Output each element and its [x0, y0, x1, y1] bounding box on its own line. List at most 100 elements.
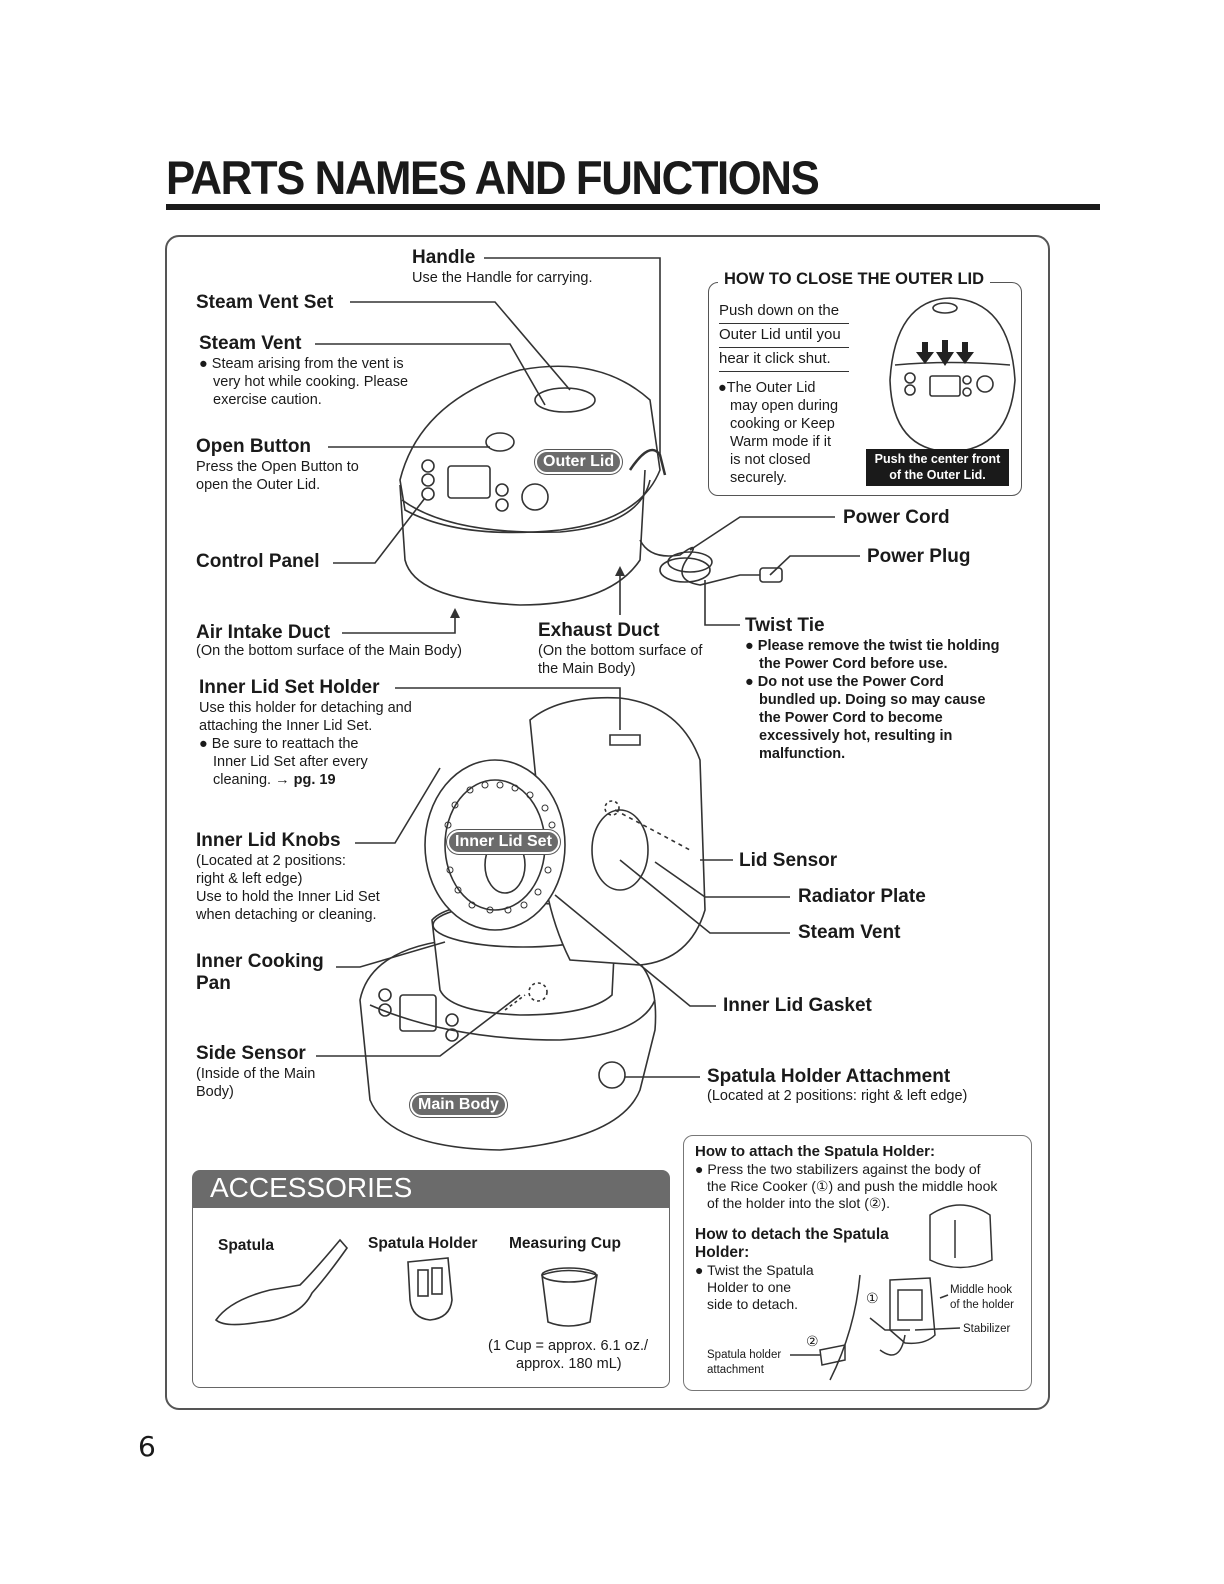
inner-lid-gasket-label: Inner Lid Gasket [723, 995, 872, 1016]
control-display-illustration [447, 465, 491, 499]
handle-label: Handle [412, 247, 476, 268]
close-note-line-1: ●The Outer Lid [718, 380, 816, 396]
attach-text-line-2: the Rice Cooker (①) and push the middle … [707, 1178, 998, 1194]
exhaust-duct-label: Exhaust Duct [538, 620, 660, 641]
twist-tie-note-1-line-1: ● Please remove the twist tie holding [745, 638, 1000, 654]
twist-tie-note-2-line-2: bundled up. Doing so may cause [759, 692, 986, 708]
detach-title-line-2: Holder: [695, 1244, 750, 1261]
inner-lid-set-pill: Inner Lid Set [447, 830, 560, 854]
cup-note-line-1: (1 Cup = approx. 6.1 oz./ [488, 1338, 648, 1354]
exhaust-duct-desc-line-2: the Main Body) [538, 661, 636, 677]
stabilizer-label: Stabilizer [963, 1323, 1011, 1335]
open-button-label: Open Button [196, 436, 312, 457]
close-note-line-3: cooking or Keep [730, 416, 835, 432]
spatula-holder-attachment-label: Spatula Holder Attachment [707, 1066, 951, 1087]
inner-lid-knobs-desc-line-3: Use to hold the Inner Lid Set [196, 889, 380, 905]
inner-lid-knobs-label: Inner Lid Knobs [196, 830, 341, 851]
detach-holder-illustration [889, 1277, 936, 1345]
inner-lid-set-holder-note-line-1: ● Be sure to reattach the [199, 736, 359, 752]
close-step-line-3: hear it click shut. [719, 350, 849, 372]
inner-cooking-pan-label-line-1: Inner Cooking [196, 951, 324, 972]
detach-text-line-1: ● Twist the Spatula [695, 1262, 814, 1278]
open-button-illustration [485, 432, 515, 452]
inner-lid-holes [444, 781, 556, 914]
hook-detail-illustration [929, 1204, 993, 1269]
steam-vent-set-label: Steam Vent Set [196, 292, 334, 313]
spatula-holder-label: Spatula Holder [368, 1235, 478, 1252]
middle-hook-label-line-2: of the holder [950, 1299, 1014, 1311]
exhaust-duct-desc-line-1: (On the bottom surface of [538, 643, 703, 659]
step-marker-2: ② [806, 1333, 819, 1349]
inner-lid-set-holder-desc-line-2: attaching the Inner Lid Set. [199, 718, 373, 734]
air-intake-duct-desc: (On the bottom surface of the Main Body) [196, 643, 462, 659]
attach-title: How to attach the Spatula Holder: [695, 1143, 936, 1160]
measuring-cup-illustration [541, 1269, 598, 1327]
middle-hook-label-line-1: Middle hook [950, 1284, 1013, 1296]
inner-cooking-pan-label-line-2: Pan [196, 973, 231, 994]
inner-lid-knobs-desc-line-1: (Located at 2 positions: [196, 853, 346, 869]
cup-note-line-2: approx. 180 mL) [516, 1356, 622, 1372]
power-cord-illustration [639, 539, 770, 586]
twist-tie-note-2-line-1: ● Do not use the Power Cord [745, 674, 944, 690]
outer-lid-pill: Outer Lid [535, 450, 623, 474]
twist-tie-label: Twist Tie [745, 615, 825, 636]
spatula-holder-instructions-box [683, 1135, 1032, 1391]
page-reference-link[interactable]: → pg. 19 [275, 772, 336, 788]
close-note-line-4: Warm mode if it [730, 434, 831, 450]
measuring-cup-label: Measuring Cup [509, 1235, 621, 1252]
accessories-header: ACCESSORIES [192, 1170, 670, 1208]
power-plug-label: Power Plug [867, 546, 971, 567]
outer-lid-illustration [399, 365, 661, 534]
steam-vent-desc-line-2: very hot while cooking. Please [213, 374, 409, 390]
steam-vent-set-illustration [534, 387, 596, 413]
push-center-badge: Push the center front of the Outer Lid. [866, 449, 1009, 486]
spatula-holder-attachment-illustration [598, 1061, 626, 1089]
steam-vent-desc-line-1: ● Steam arising from the vent is [199, 356, 404, 372]
control-panel-label: Control Panel [196, 551, 320, 572]
close-outer-lid-title: HOW TO CLOSE THE OUTER LID [718, 270, 991, 289]
attach-text-line-3: of the holder into the slot (②). [707, 1195, 890, 1211]
twist-tie-note-2-line-5: malfunction. [759, 746, 846, 762]
inner-lid-set-holder-note-line-2: Inner Lid Set after every [213, 754, 368, 770]
detach-text-line-2: Holder to one [707, 1279, 792, 1295]
side-sensor-label: Side Sensor [196, 1043, 306, 1064]
inner-lid-set-holder-note-line-3: cleaning. → pg. 19 [213, 772, 336, 788]
close-note-line-2: may open during [730, 398, 839, 414]
close-step-line-1: Push down on the [719, 302, 849, 324]
detach-text-line-3: side to detach. [707, 1296, 799, 1312]
inner-lid-set-holder-label: Inner Lid Set Holder [199, 677, 380, 698]
side-sensor-desc-line-1: (Inside of the Main [196, 1066, 316, 1082]
close-lid-cooker-illustration [889, 297, 1016, 453]
page-number: 6 [138, 1430, 156, 1463]
twist-tie-note-2-line-4: excessively hot, resulting in [759, 728, 953, 744]
twist-tie-note-1-line-2: the Power Cord before use. [759, 656, 948, 672]
title-rule [166, 204, 1100, 210]
inner-lid-knobs-desc-line-2: right & left edge) [196, 871, 303, 887]
detach-title-line-1: How to detach the Spatula [695, 1226, 889, 1243]
twist-tie-note-2-line-3: the Power Cord to become [759, 710, 943, 726]
attachment-label-line-1: Spatula holder [707, 1349, 782, 1361]
radiator-plate-illustration [591, 809, 649, 891]
attach-text-line-1: ● Press the two stabilizers against the … [695, 1161, 981, 1177]
open-button-desc-line-1: Press the Open Button to [196, 459, 359, 475]
attachment-label-line-2: attachment [707, 1364, 764, 1376]
lid-sensor-label: Lid Sensor [739, 850, 838, 871]
power-cord-label: Power Cord [843, 507, 950, 528]
steam-vent-desc-line-3: exercise caution. [213, 392, 322, 408]
spatula-holder-illustration [407, 1257, 453, 1321]
open-lid-illustration [529, 696, 706, 966]
steam-vent-label: Steam Vent [199, 333, 302, 354]
diagram-frame [165, 235, 1050, 1410]
spatula-illustration [214, 1238, 349, 1326]
upper-body-illustration [399, 469, 646, 606]
inner-lid-set-holder-desc-line-1: Use this holder for detaching and [199, 700, 412, 716]
close-step-line-2: Outer Lid until you [719, 326, 849, 348]
close-note-line-6: securely. [730, 470, 787, 486]
handle-description: Use the Handle for carrying. [412, 270, 593, 286]
main-body-pill: Main Body [410, 1093, 507, 1117]
steam-vent-2-label: Steam Vent [798, 922, 901, 943]
page-title: PARTS NAMES AND FUNCTIONS [166, 151, 820, 204]
air-intake-duct-label: Air Intake Duct [196, 622, 331, 643]
radiator-plate-label: Radiator Plate [798, 886, 926, 907]
close-note-line-5: is not closed [730, 452, 811, 468]
